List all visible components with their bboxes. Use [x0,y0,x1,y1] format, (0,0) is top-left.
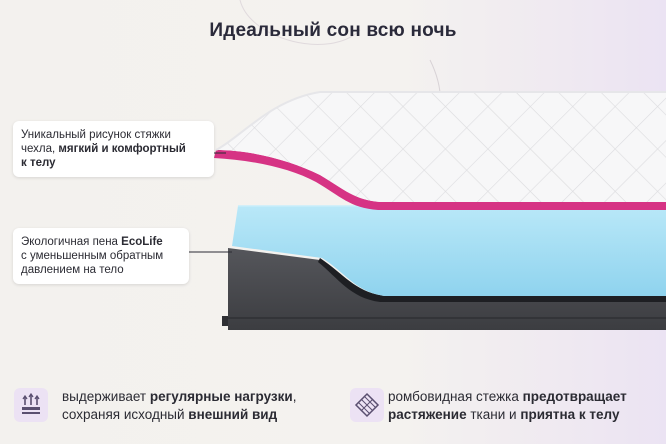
feature-line: выдерживает регулярные нагрузки, [62,389,297,404]
mattress-thin-layer [318,258,666,302]
ecolife-foam-layer [232,206,666,296]
callout-line: с уменьшенным обратным [21,250,164,262]
cover-top-edge [215,91,666,151]
diamond-stitch-icon [350,388,384,422]
decor-line [239,0,361,45]
callout-line: давлением на тело [21,264,124,276]
page-title: Идеальный сон всю ночь [209,20,457,41]
feature-durability: выдерживает регулярные нагрузки, сохраня… [62,388,322,424]
callout-line: чехла, мягкий и комфортный [21,143,186,155]
callout-line: Экологичная пена EcoLife [21,236,163,248]
cover-pink-edge [214,150,666,210]
callout-foam: Экологичная пена EcoLife с уменьшенным о… [13,228,189,284]
mattress-base-layer [228,248,666,330]
zipper-pull-icon [222,316,228,326]
callout-line: Уникальный рисунок стяжки [21,129,171,141]
feature-line: растяжение ткани и приятна к телу [388,407,620,422]
callout-cover: Уникальный рисунок стяжки чехла, мягкий … [13,121,214,177]
load-scale-icon [14,388,48,422]
feature-line: ромбовидная стежка предотвращает [388,389,627,404]
feature-stitch: ромбовидная стежка предотвращает растяже… [388,388,658,424]
callout-line: к телу [21,157,56,169]
quilted-cover-layer [216,92,666,202]
feature-line: сохраняя исходный внешний вид [62,407,278,422]
